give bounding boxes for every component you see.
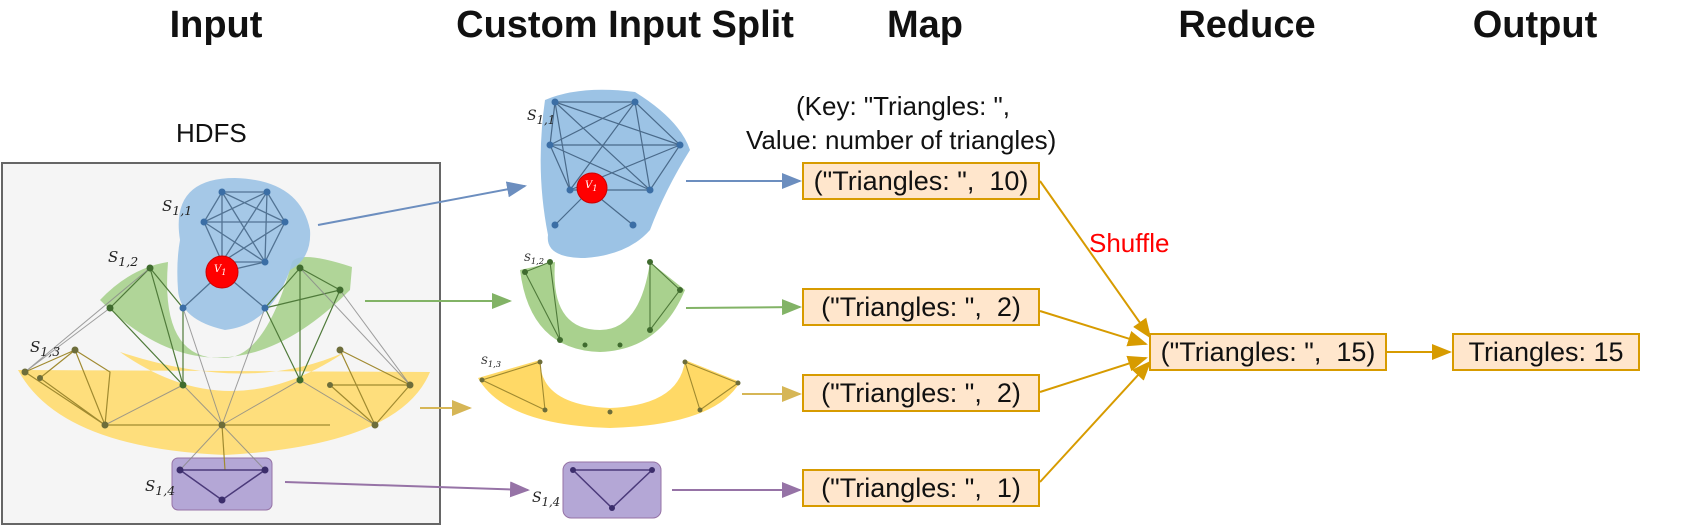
label-s12-left: S1,2 — [108, 248, 139, 269]
final-output: Triangles: 15 — [1452, 333, 1640, 371]
header-input: Input — [169, 4, 263, 46]
arrow-split2-to-map — [685, 299, 802, 316]
kv-caption-line2: Value: number of triangles) — [746, 125, 1057, 155]
split-s13-shape — [478, 360, 740, 428]
vertex-v1-left — [205, 255, 239, 289]
arrow-purple-to-split — [284, 481, 530, 498]
shuffle-label: Shuffle — [1089, 228, 1170, 258]
header-split: Custom Input Split — [456, 4, 794, 46]
header-reduce: Reduce — [1178, 4, 1316, 46]
reduce-output: ("Triangles: ", 15) — [1149, 333, 1387, 371]
label-s14-left: S1,4 — [145, 477, 176, 498]
subgraph-s12-region — [100, 257, 352, 359]
arrow-map4-to-reduce — [1039, 360, 1152, 483]
map-output-4: ("Triangles: ", 1) — [802, 469, 1040, 507]
label-v1-split: V1 — [585, 180, 598, 193]
label-v1-left: V1 — [214, 264, 227, 277]
subgraph-s14-region — [171, 457, 273, 511]
map-output-2: ("Triangles: ", 2) — [802, 288, 1040, 326]
map-output-3: ("Triangles: ", 2) — [802, 374, 1040, 412]
arrow-map3-to-reduce — [1039, 355, 1148, 393]
arrow-map1-to-reduce — [1039, 180, 1152, 339]
hdfs-label: HDFS — [176, 118, 247, 148]
split-s12-shape — [520, 262, 685, 352]
arrow-blue-to-split — [317, 181, 527, 226]
label-s11-split: S1,1 — [527, 108, 556, 127]
subgraph-s11-region — [177, 178, 311, 330]
map-output-1: ("Triangles: ", 10) — [802, 162, 1040, 200]
subgraph-s13-region — [18, 352, 430, 455]
header-map: Map — [887, 4, 963, 46]
kv-caption-line1: (Key: "Triangles: ", — [796, 91, 1011, 121]
arrow-map2-to-reduce — [1039, 310, 1148, 347]
vertex-v1-split — [576, 172, 608, 204]
label-s13-left: S1,3 — [30, 338, 61, 359]
label-s11-left: S1,1 — [162, 197, 193, 218]
label-s14-split: S1,4 — [532, 490, 561, 509]
label-s12-split: S1,2 — [524, 253, 545, 266]
header-output: Output — [1472, 4, 1598, 46]
split-s14-shape — [562, 461, 662, 519]
label-s13-split: S1,3 — [481, 356, 502, 369]
